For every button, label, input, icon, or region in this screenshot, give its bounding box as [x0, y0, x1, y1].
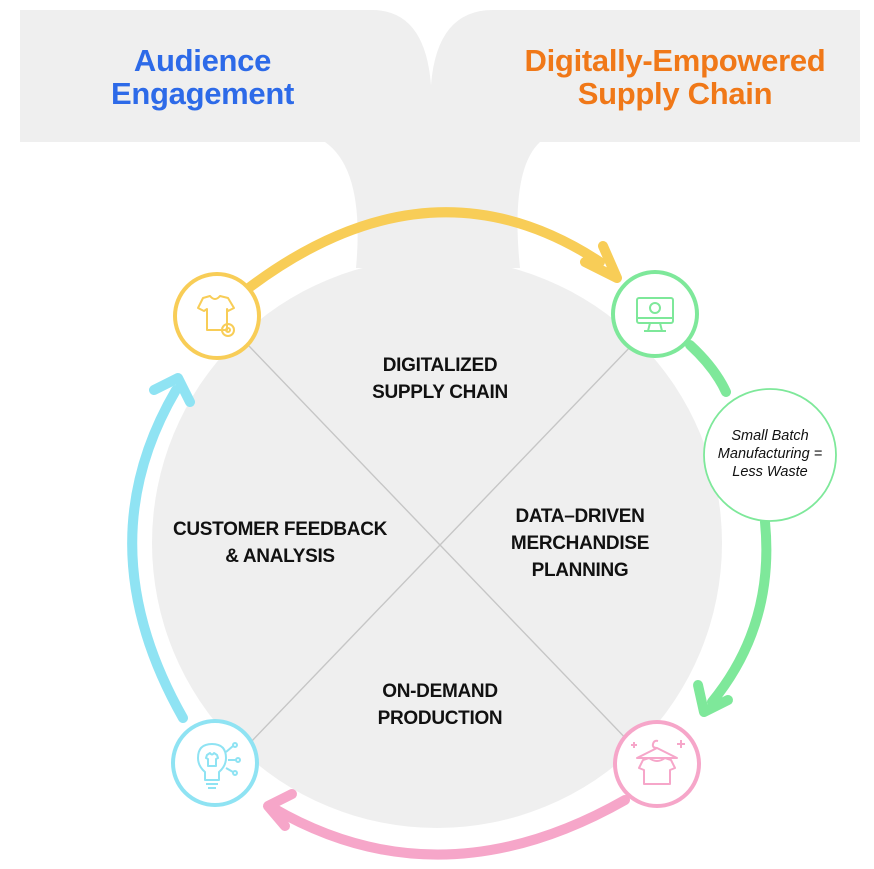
arrow-green-lower [707, 517, 772, 707]
lightbulb-node [171, 719, 259, 807]
callout-line-2: Manufacturing = [717, 446, 823, 462]
quadrant-right-line-2: MERCHANDISE [510, 533, 650, 554]
callout-line-3: Less Waste [732, 464, 808, 480]
quadrant-right-line-1: DATA–DRIVEN [515, 506, 645, 527]
arrow-pink-head [263, 789, 297, 831]
arrow-pink [268, 795, 630, 860]
quadrant-right-line-3: PLANNING [531, 560, 629, 581]
quadrant-label-left: CUSTOMER FEEDBACK & ANALYSIS [155, 516, 405, 570]
audience-title-line-1: Audience [133, 43, 272, 78]
arrow-yellow [241, 207, 605, 295]
quadrant-dividers [199, 294, 681, 796]
callout-circle [703, 388, 837, 522]
arrow-cyan [127, 385, 188, 723]
quadrant-label-bottom: ON-DEMAND PRODUCTION [320, 678, 560, 732]
quadrant-bottom-line-2: PRODUCTION [377, 708, 503, 729]
callout-text: Small Batch Manufacturing = Less Waste [710, 427, 830, 481]
arrow-yellow-head [580, 241, 622, 283]
tshirt-gear-icon [197, 295, 235, 337]
monitor-icon [636, 297, 674, 332]
tshirt-gear-node [173, 272, 261, 360]
hanger-shirt-node [613, 720, 701, 808]
quadrant-label-right: DATA–DRIVEN MERCHANDISE PLANNING [470, 503, 690, 584]
supply-chain-title-line-1: Digitally-Empowered [524, 43, 826, 78]
audience-title-line-2: Engagement [110, 76, 295, 111]
hanger-shirt-icon [631, 739, 685, 785]
quadrant-top-line-2: SUPPLY CHAIN [372, 382, 508, 403]
quadrant-bottom-line-1: ON-DEMAND [382, 681, 498, 702]
arrow-cyan-head [149, 373, 195, 407]
quadrant-left-line-2: & ANALYSIS [225, 546, 335, 567]
supply-chain-title: Digitally-Empowered Supply Chain [500, 44, 850, 110]
callout-line-1: Small Batch [731, 428, 809, 444]
arrow-green-upper [685, 340, 731, 397]
divider-line-right [199, 294, 681, 796]
quadrant-top-line-1: DIGITALIZED [382, 355, 498, 376]
arrow-green-head [693, 680, 733, 717]
monitor-node [611, 270, 699, 358]
audience-engagement-title: Audience Engagement [80, 44, 325, 110]
lightbulb-shirt-icon [197, 742, 241, 789]
quadrant-label-top: DIGITALIZED SUPPLY CHAIN [320, 352, 560, 406]
header-panel [20, 10, 860, 268]
supply-chain-title-line-2: Supply Chain [577, 76, 773, 111]
quadrant-left-line-1: CUSTOMER FEEDBACK [172, 519, 388, 540]
